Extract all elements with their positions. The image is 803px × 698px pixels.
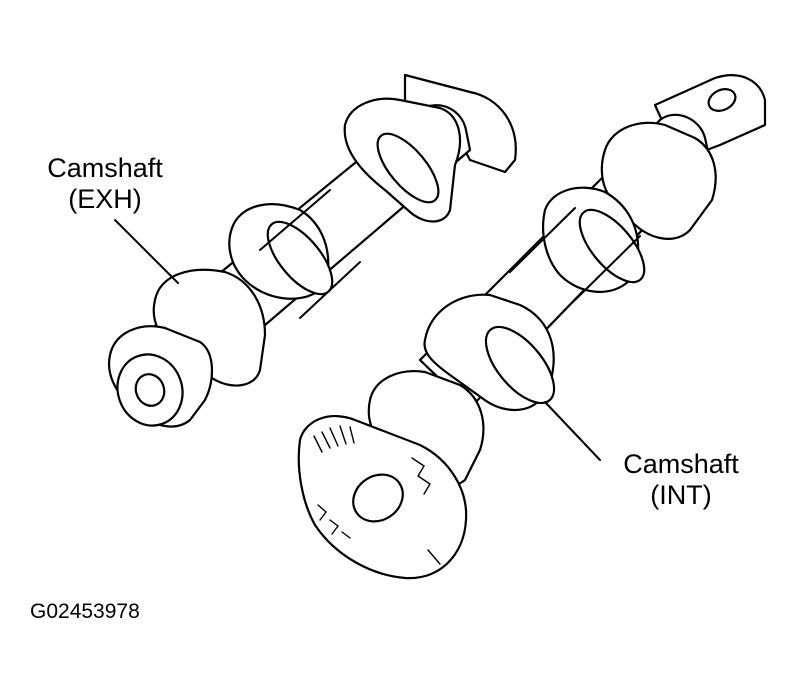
int-leader-line bbox=[544, 401, 601, 461]
exhaust-label-line2: (EXH) bbox=[68, 184, 142, 214]
int-journal-middle-face bbox=[578, 208, 646, 284]
figure-id: G02453978 bbox=[30, 600, 140, 623]
exhaust-camshaft bbox=[107, 73, 517, 428]
int-tail-dowel bbox=[707, 88, 737, 112]
exh-nose-bore bbox=[134, 373, 166, 407]
intake-camshaft bbox=[297, 74, 767, 580]
int-plate-bore bbox=[352, 473, 404, 523]
intake-label-line1: Camshaft bbox=[623, 449, 739, 479]
int-plate-notch-right bbox=[411, 457, 431, 495]
exhaust-camshaft-label: Camshaft (EXH) bbox=[30, 153, 180, 215]
exh-shaft-edge bbox=[259, 189, 361, 319]
int-shaft-edge bbox=[509, 207, 641, 301]
intake-camshaft-label: Camshaft (INT) bbox=[606, 449, 756, 511]
exh-leader-line bbox=[114, 219, 179, 284]
exhaust-label-line1: Camshaft bbox=[47, 153, 163, 183]
intake-label-line2: (INT) bbox=[650, 480, 712, 510]
exh-journal-upper bbox=[376, 132, 440, 204]
int-plate-notch-bottom bbox=[427, 549, 441, 565]
int-plate-notches-top bbox=[313, 425, 355, 453]
int-plate-notch-left bbox=[317, 504, 351, 539]
int-journal-lower-face bbox=[484, 325, 556, 405]
